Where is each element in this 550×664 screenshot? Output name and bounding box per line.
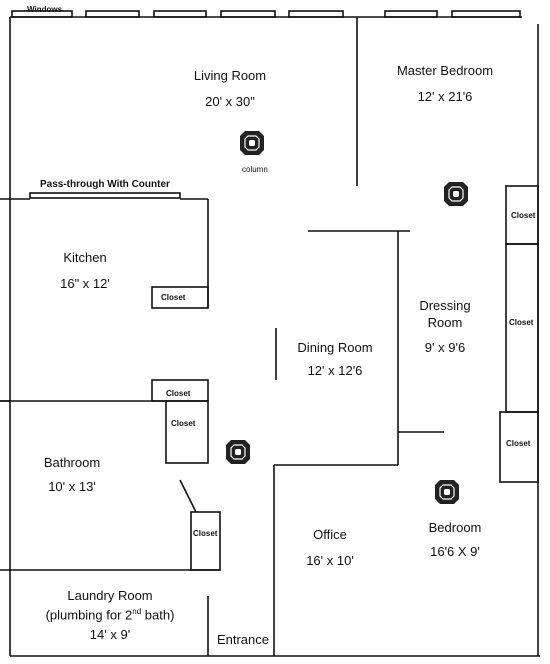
closet-right-low-box	[499, 411, 539, 483]
closet-hall-a-label: Closet	[166, 389, 191, 398]
living-room-dimensions: 20' x 30"	[205, 94, 255, 109]
dressing-room-dimensions: 9' x 9'6	[424, 340, 466, 355]
windows-label: Windows	[27, 5, 63, 14]
dining-room-dimensions: 12' x 12'6	[307, 363, 363, 378]
window-1	[11, 10, 73, 18]
window-6	[384, 10, 438, 18]
closet-dressing-label: Closet	[509, 318, 534, 327]
bathroom-dimensions: 10' x 13'	[48, 479, 96, 494]
office-label: Office	[313, 527, 347, 542]
laundry-room-note: (plumbing for 2nd bath)	[45, 607, 175, 623]
window-7	[451, 10, 521, 18]
column-label: column	[242, 165, 268, 174]
pass-through-label: Pass-through With Counter	[40, 179, 170, 190]
bedroom-label: Bedroom	[428, 520, 482, 535]
column-icon	[444, 182, 468, 206]
laundry-room-dimensions: 14' x 9'	[89, 627, 131, 642]
dining-room-label: Dining Room	[297, 340, 373, 355]
office-dimensions: 16' x 10'	[306, 553, 354, 568]
window-5	[288, 10, 344, 18]
closet-kitchen-box	[151, 286, 209, 309]
bathroom-door-swing	[179, 479, 197, 513]
closet-kitchen-label: Closet	[161, 293, 186, 302]
closet-bath-label: Closet	[193, 529, 218, 538]
column-markers	[226, 131, 468, 504]
dressing-room-label-line2: Room	[427, 315, 463, 330]
entrance-label: Entrance	[216, 632, 270, 647]
closet-hall-b-box	[165, 400, 209, 464]
closet-bath-box	[190, 511, 221, 571]
closet-top-right-label: Closet	[511, 211, 536, 220]
closet-dressing-box	[505, 243, 539, 413]
laundry-room-label: Laundry Room	[67, 588, 153, 603]
window-2	[85, 10, 140, 18]
master-bedroom-dimensions: 12' x 21'6	[417, 89, 473, 104]
pass-through-counter	[29, 192, 181, 199]
kitchen-label: Kitchen	[63, 250, 107, 265]
dressing-room-label-line1: Dressing	[419, 298, 471, 313]
bedroom-dimensions: 16'6 X 9'	[430, 544, 480, 559]
bathroom-label: Bathroom	[43, 455, 101, 470]
kitchen-dimensions: 16" x 12'	[60, 276, 110, 291]
master-bedroom-label: Master Bedroom	[396, 63, 494, 78]
closet-right-low-label: Closet	[506, 439, 531, 448]
closet-hall-b-label: Closet	[171, 419, 196, 428]
column-icon	[435, 480, 459, 504]
column-icon	[240, 131, 264, 155]
column-icon	[226, 440, 250, 464]
window-4	[220, 10, 276, 18]
window-3	[153, 10, 207, 18]
living-room-label: Living Room	[193, 68, 267, 83]
